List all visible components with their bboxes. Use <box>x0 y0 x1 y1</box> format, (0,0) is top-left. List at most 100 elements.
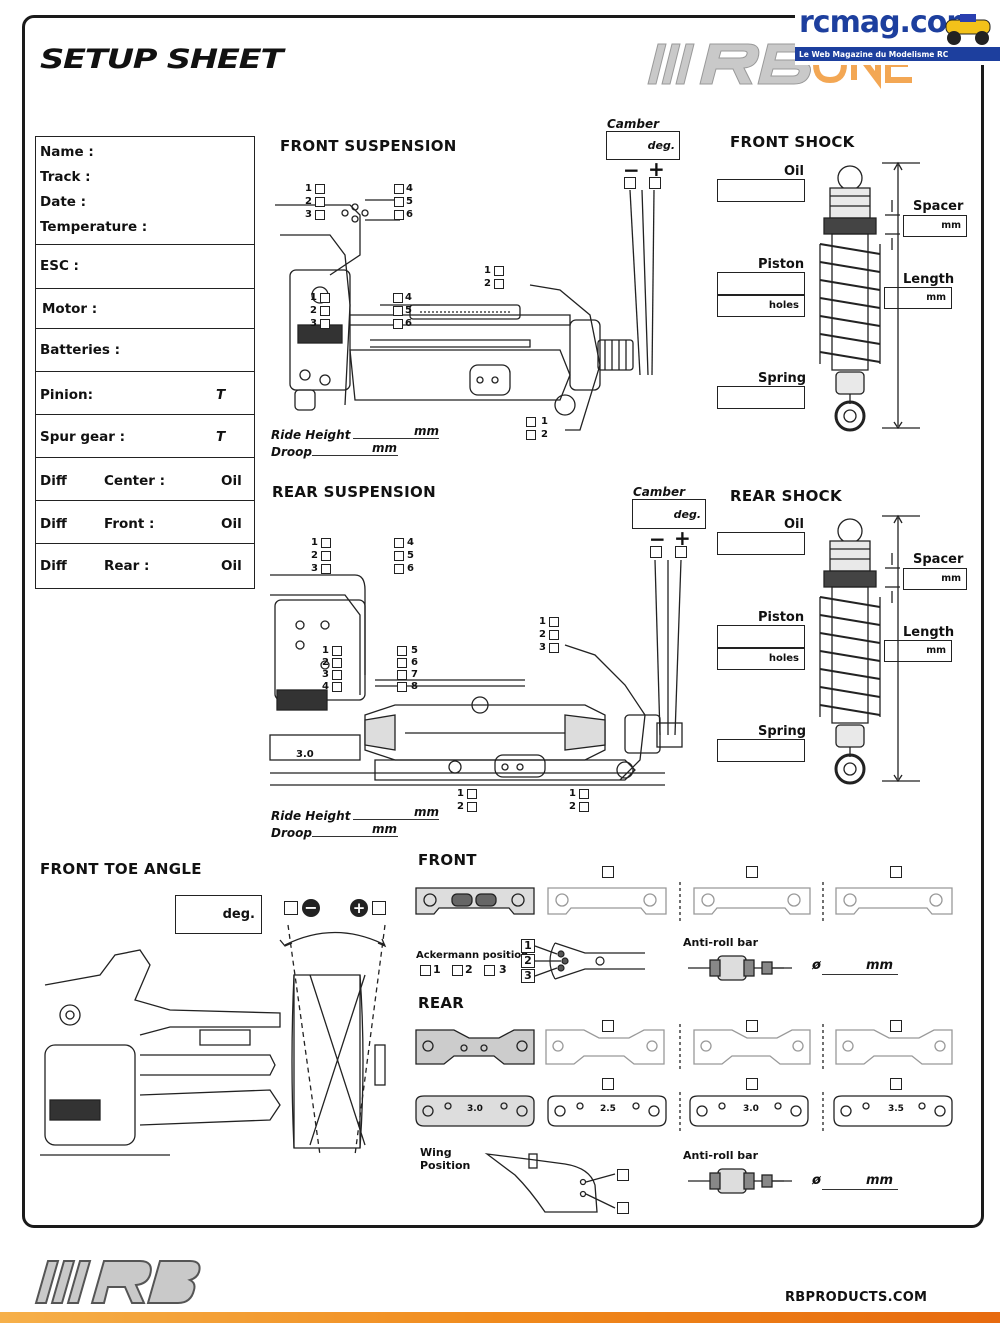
front-upper-left-1-checkbox[interactable] <box>315 184 325 194</box>
rear-arm-a-1-checkbox[interactable] <box>467 789 477 799</box>
toe-minus-checkbox[interactable] <box>284 901 298 915</box>
front-upper-right-4-checkbox[interactable] <box>394 184 404 194</box>
rear-brace-value: 3.0 <box>296 749 314 760</box>
rear-hub-2-checkbox[interactable] <box>549 630 559 640</box>
front-upper-right-5-checkbox[interactable] <box>394 197 404 207</box>
rear-mid-right-6-checkbox[interactable] <box>397 658 407 668</box>
motor-row[interactable]: Motor : <box>36 289 254 329</box>
toe-angle-field[interactable]: deg. <box>175 895 262 934</box>
front-arm-1-checkbox[interactable] <box>526 417 536 427</box>
front-antiroll-field[interactable] <box>822 974 898 976</box>
rear-droop-label: Droop <box>271 826 312 840</box>
ackermann-1-checkbox[interactable] <box>420 965 431 976</box>
esc-row[interactable]: ESC : <box>36 245 254 289</box>
rear-ride-height-field[interactable] <box>353 819 439 821</box>
rear-mid-right-6: 6 <box>411 657 418 668</box>
front-upper-right-6-checkbox[interactable] <box>394 210 404 220</box>
rear-upper-right-6-checkbox[interactable] <box>394 564 404 574</box>
rear-hub-3-checkbox[interactable] <box>549 643 559 653</box>
front-shock-spacer-field[interactable]: mm <box>903 215 967 237</box>
rear-upper-left-1-checkbox[interactable] <box>321 538 331 548</box>
rear-brace-4-checkbox[interactable] <box>890 1078 902 1090</box>
rear-mid-right-7-checkbox[interactable] <box>397 670 407 680</box>
front-upper-left-3-checkbox[interactable] <box>315 210 325 220</box>
front-plate-2-checkbox[interactable] <box>602 866 614 878</box>
rear-plate-2-checkbox[interactable] <box>602 1020 614 1032</box>
rear-mid-left-2-checkbox[interactable] <box>332 658 342 668</box>
front-arm-2-checkbox[interactable] <box>526 430 536 440</box>
rear-shock-spring-field[interactable] <box>717 739 805 762</box>
rear-upper-right-4-checkbox[interactable] <box>394 538 404 548</box>
rear-mid-right-8: 8 <box>411 681 418 692</box>
rear-mid-left-1-checkbox[interactable] <box>332 646 342 656</box>
rear-shock-spacer-unit: mm <box>941 573 961 584</box>
rear-arm-a-2-checkbox[interactable] <box>467 802 477 812</box>
rear-shock-spacer-field[interactable]: mm <box>903 568 967 590</box>
diff-label: Diff <box>40 558 67 574</box>
diff-front-row[interactable]: Diff Front : Oil <box>36 501 254 544</box>
rear-brace-3-value: 3.0 <box>743 1104 759 1114</box>
rear-arm-b-2-checkbox[interactable] <box>579 802 589 812</box>
rear-droop-field[interactable] <box>312 836 398 838</box>
front-ride-height-field[interactable] <box>353 438 439 440</box>
pinion-row[interactable]: Pinion: T <box>36 372 254 415</box>
rear-shock-length-label: Length <box>903 625 955 640</box>
wing-position-2-checkbox[interactable] <box>617 1202 629 1214</box>
front-mid-left-3-checkbox[interactable] <box>320 319 330 329</box>
rear-plate-4-checkbox[interactable] <box>890 1020 902 1032</box>
front-shock-length-field[interactable]: mm <box>884 287 952 309</box>
rear-upper-left-3-checkbox[interactable] <box>321 564 331 574</box>
rear-mid-left-4-checkbox[interactable] <box>332 682 342 692</box>
rear-plate-3-checkbox[interactable] <box>746 1020 758 1032</box>
front-shock-piston-field[interactable] <box>717 272 805 295</box>
rear-hub-1-checkbox[interactable] <box>549 617 559 627</box>
rear-shock-piston-field[interactable] <box>717 625 805 648</box>
front-mid-left-2-checkbox[interactable] <box>320 306 330 316</box>
rear-brace-plates <box>415 1092 953 1132</box>
footer-url[interactable]: RBPRODUCTS.COM <box>785 1290 928 1305</box>
rear-shock-oil-field[interactable] <box>717 532 805 555</box>
rear-antiroll-field[interactable] <box>822 1189 898 1191</box>
front-camber-field[interactable]: deg. <box>606 131 680 160</box>
ackermann-1-label: 1 <box>433 963 441 976</box>
front-mid-left-1-checkbox[interactable] <box>320 293 330 303</box>
front-camber-plus-checkbox[interactable] <box>649 177 661 189</box>
diff-label: Diff <box>40 473 67 489</box>
rear-upper-left-2-checkbox[interactable] <box>321 551 331 561</box>
rear-camber-field[interactable]: deg. <box>632 499 706 529</box>
rear-upper-right-5-checkbox[interactable] <box>394 551 404 561</box>
spur-row[interactable]: Spur gear : T <box>36 415 254 458</box>
rear-shock-length-field[interactable]: mm <box>884 640 952 662</box>
rear-brace-2-checkbox[interactable] <box>602 1078 614 1090</box>
rear-arm-b-1-checkbox[interactable] <box>579 789 589 799</box>
wing-position-1-checkbox[interactable] <box>617 1169 629 1181</box>
rear-brace-4-value: 3.5 <box>888 1104 904 1114</box>
front-upper-left-2-checkbox[interactable] <box>315 197 325 207</box>
ackermann-2-checkbox[interactable] <box>452 965 463 976</box>
front-plate-4-checkbox[interactable] <box>890 866 902 878</box>
ackermann-3-checkbox[interactable] <box>484 965 495 976</box>
front-mid-right-5-checkbox[interactable] <box>393 306 403 316</box>
front-hub-2-checkbox[interactable] <box>494 279 504 289</box>
front-hub-1-checkbox[interactable] <box>494 266 504 276</box>
front-camber-minus-checkbox[interactable] <box>624 177 636 189</box>
rear-shock-holes-field[interactable]: holes <box>717 648 805 670</box>
rear-camber-plus-checkbox[interactable] <box>675 546 687 558</box>
batteries-row[interactable]: Batteries : <box>36 329 254 372</box>
toe-plus-checkbox[interactable] <box>372 901 386 915</box>
front-mid-right-6-checkbox[interactable] <box>393 319 403 329</box>
front-shock-spring-field[interactable] <box>717 386 805 409</box>
rear-camber-minus-checkbox[interactable] <box>650 546 662 558</box>
rear-mid-left-3-checkbox[interactable] <box>332 670 342 680</box>
diff-rear-row[interactable]: Diff Rear : Oil <box>36 544 254 588</box>
front-plate-3-checkbox[interactable] <box>746 866 758 878</box>
front-shock-holes-field[interactable]: holes <box>717 295 805 317</box>
diff-center-row[interactable]: Diff Center : Oil <box>36 458 254 501</box>
rear-mid-right-8-checkbox[interactable] <box>397 682 407 692</box>
rear-brace-3-checkbox[interactable] <box>746 1078 758 1090</box>
front-droop-field[interactable] <box>312 455 398 457</box>
rear-mid-right-5-checkbox[interactable] <box>397 646 407 656</box>
front-shock-oil-field[interactable] <box>717 179 805 202</box>
front-mid-right-4-checkbox[interactable] <box>393 293 403 303</box>
front-arm-2: 2 <box>541 429 548 440</box>
